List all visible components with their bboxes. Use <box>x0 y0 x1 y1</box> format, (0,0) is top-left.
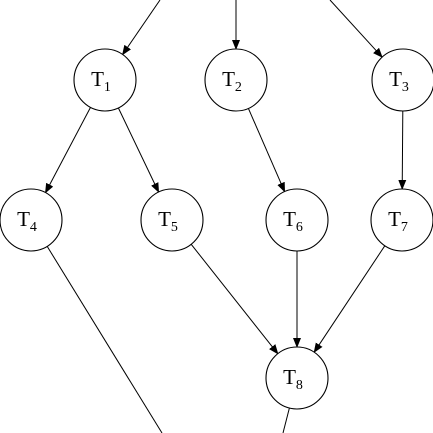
node-letter: T <box>17 207 30 231</box>
node-label: T3 <box>389 67 409 95</box>
node-t1: T1 <box>73 48 137 112</box>
node-circle <box>140 188 204 252</box>
edges <box>45 0 407 433</box>
node-letter: T <box>91 67 104 91</box>
node-letter: T <box>283 207 296 231</box>
node-label: T1 <box>91 67 111 95</box>
node-subscript: 4 <box>30 220 37 235</box>
node-circle <box>265 188 329 252</box>
node-label: T4 <box>17 207 37 235</box>
node-circle <box>73 48 137 112</box>
node-subscript: 1 <box>104 80 111 95</box>
edge-t1-to-t4 <box>45 107 91 194</box>
edge-t2-to-t6 <box>247 108 286 193</box>
node-subscript: 8 <box>296 378 303 393</box>
node-letter: T <box>222 67 235 91</box>
node-t6: T6 <box>265 188 329 252</box>
node-label: T2 <box>222 67 242 95</box>
edge-t5-to-t8 <box>190 243 279 355</box>
node-label: T5 <box>158 207 178 235</box>
edge-in-to-t1 <box>122 0 161 56</box>
node-label: T7 <box>388 207 408 235</box>
edge-t1-to-t5 <box>117 107 160 193</box>
edge-in-to-t3 <box>329 0 383 58</box>
node-letter: T <box>158 207 171 231</box>
node-t3: T3 <box>371 48 433 112</box>
node-circle <box>204 48 268 112</box>
edge-t8-to-out <box>282 407 290 433</box>
node-circle <box>0 188 63 252</box>
node-subscript: 6 <box>296 220 303 235</box>
node-t7: T7 <box>370 188 433 252</box>
node-t4: T4 <box>0 188 63 252</box>
node-subscript: 2 <box>235 80 242 95</box>
node-circle <box>265 346 329 410</box>
node-subscript: 3 <box>402 80 409 95</box>
edge-t7-to-t8 <box>313 245 386 354</box>
node-t5: T5 <box>140 188 204 252</box>
node-label: T8 <box>283 365 303 393</box>
node-letter: T <box>283 365 296 389</box>
node-subscript: 5 <box>171 220 178 235</box>
edge-t3-to-t7 <box>398 110 407 190</box>
node-t2: T2 <box>204 48 268 112</box>
node-circle <box>370 188 433 252</box>
node-subscript: 7 <box>401 220 408 235</box>
node-label: T6 <box>283 207 303 235</box>
node-letter: T <box>388 207 401 231</box>
node-letter: T <box>389 67 402 91</box>
node-t8: T8 <box>265 346 329 410</box>
edge-t4-to-out <box>46 246 163 433</box>
node-circle <box>371 48 433 112</box>
